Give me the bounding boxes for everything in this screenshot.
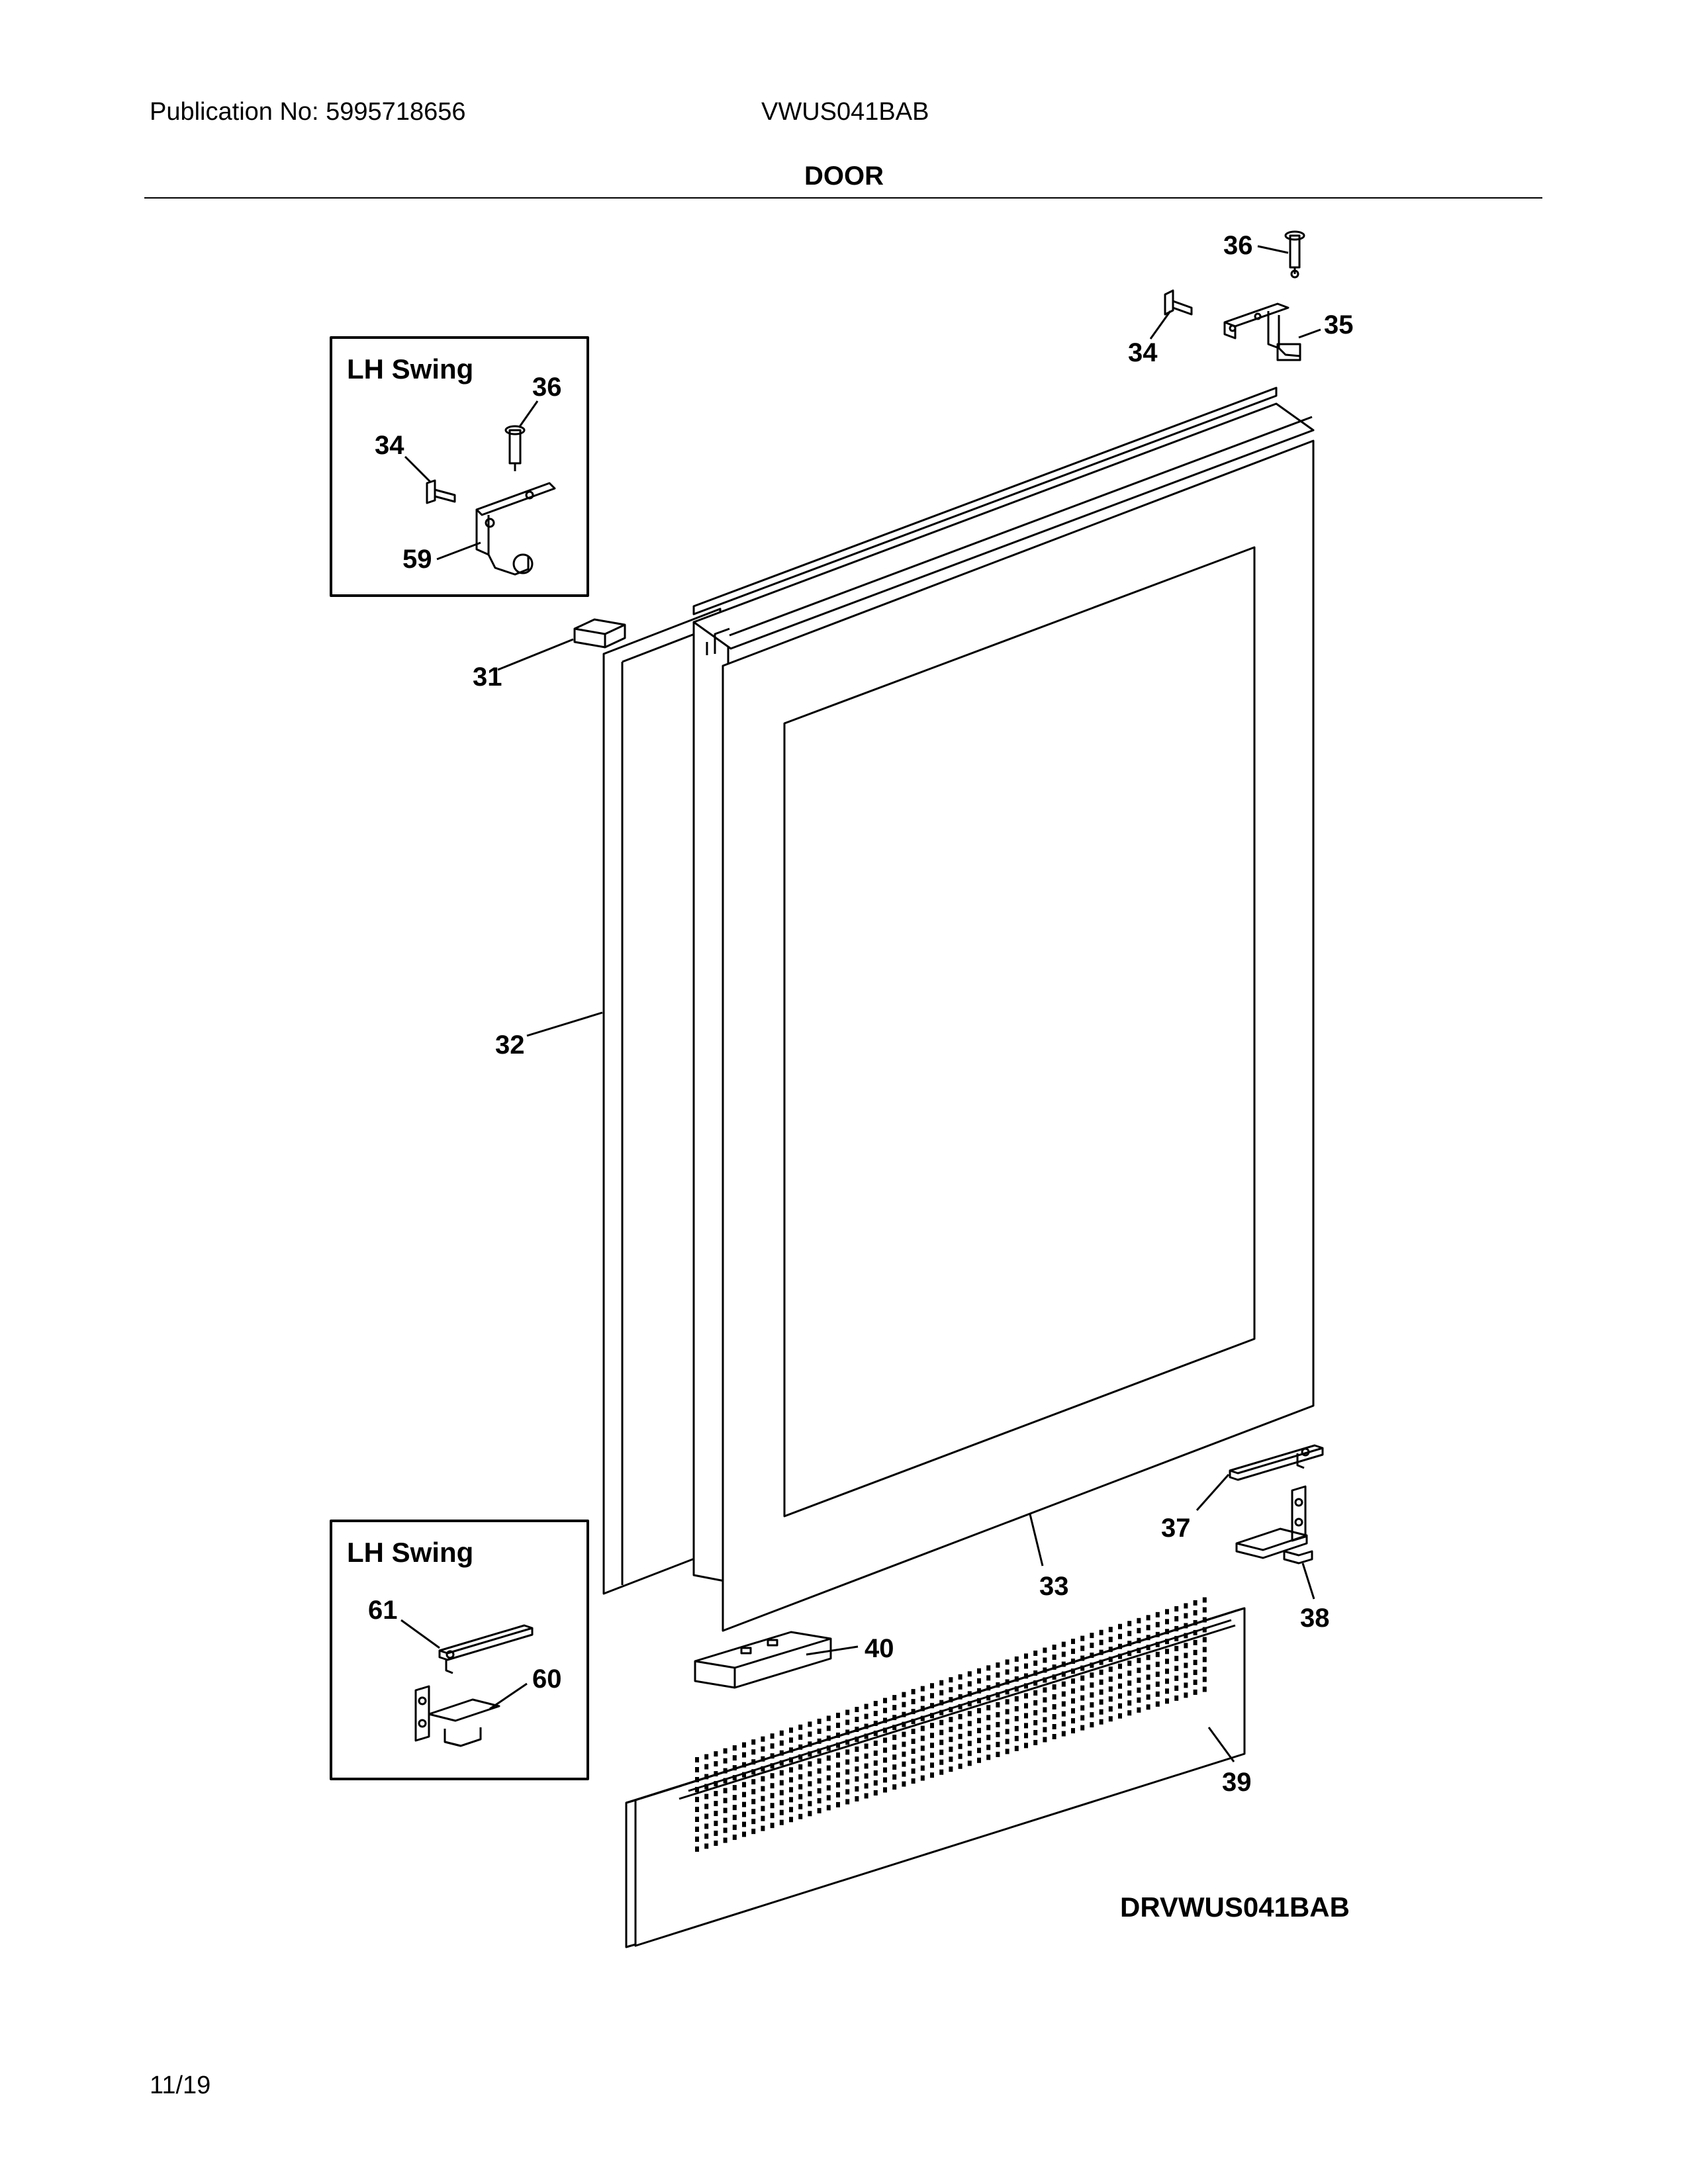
leader-33 <box>1029 1514 1044 1567</box>
callout-59: 59 <box>402 545 432 574</box>
stop-34-icon <box>1164 289 1193 316</box>
lh-swing-box-bottom <box>330 1520 589 1780</box>
callout-40: 40 <box>865 1634 894 1663</box>
section-title: DOOR <box>804 161 884 191</box>
leader-40 <box>806 1645 859 1656</box>
callout-38: 38 <box>1300 1604 1330 1633</box>
footer-date: 11/19 <box>150 2071 211 2099</box>
leader-38 <box>1301 1563 1315 1600</box>
bracket-37-icon <box>1229 1444 1324 1481</box>
leader-36-box <box>518 400 539 428</box>
header-divider <box>144 197 1542 199</box>
hinge-35-icon <box>1223 302 1301 361</box>
bracket-61-icon <box>438 1624 534 1674</box>
publication-number: Publication No: 5995718656 <box>150 98 466 126</box>
leader-32 <box>526 1011 603 1037</box>
callout-37: 37 <box>1161 1514 1191 1543</box>
grille-dot-pattern <box>695 1597 1207 1852</box>
leader-59-box <box>436 541 481 561</box>
drawing-code: DRVWUS041BAB <box>1120 1891 1350 1923</box>
leader-36 <box>1257 245 1289 254</box>
leader-60 <box>489 1682 528 1710</box>
door-33 <box>692 387 1315 1632</box>
callout-32: 32 <box>495 1030 525 1060</box>
callout-34: 34 <box>1128 338 1158 367</box>
leader-35 <box>1298 328 1321 339</box>
stop-34-box-icon <box>426 479 456 504</box>
leader-34-box <box>404 455 432 483</box>
cap-31-icon <box>573 618 626 649</box>
callout-61: 61 <box>368 1596 398 1625</box>
hinge-38-icon <box>1235 1485 1313 1565</box>
block-40-icon <box>694 1631 832 1689</box>
callout-35: 35 <box>1324 310 1354 340</box>
leader-31 <box>497 638 574 671</box>
lh-swing-title-top: LH Swing <box>347 353 473 385</box>
pin-36-box-icon <box>504 425 526 471</box>
callout-36: 36 <box>1223 231 1253 260</box>
model-number: VWUS041BAB <box>761 98 929 126</box>
callout-31: 31 <box>473 662 502 692</box>
callout-34-box: 34 <box>375 431 404 460</box>
lh-swing-box-top <box>330 336 589 597</box>
callout-33: 33 <box>1039 1572 1069 1601</box>
callout-39: 39 <box>1222 1768 1252 1797</box>
hinge-60-icon <box>414 1685 500 1747</box>
callout-60: 60 <box>532 1664 562 1694</box>
lh-swing-title-bottom: LH Swing <box>347 1537 473 1568</box>
leader-39 <box>1207 1727 1235 1762</box>
leader-61 <box>400 1619 440 1649</box>
hinge-59-icon <box>475 482 556 576</box>
leader-34 <box>1149 310 1172 340</box>
pin-36-icon <box>1284 230 1305 279</box>
gasket-32 <box>602 608 722 1595</box>
callout-36-box: 36 <box>532 373 562 402</box>
leader-37 <box>1196 1474 1230 1511</box>
